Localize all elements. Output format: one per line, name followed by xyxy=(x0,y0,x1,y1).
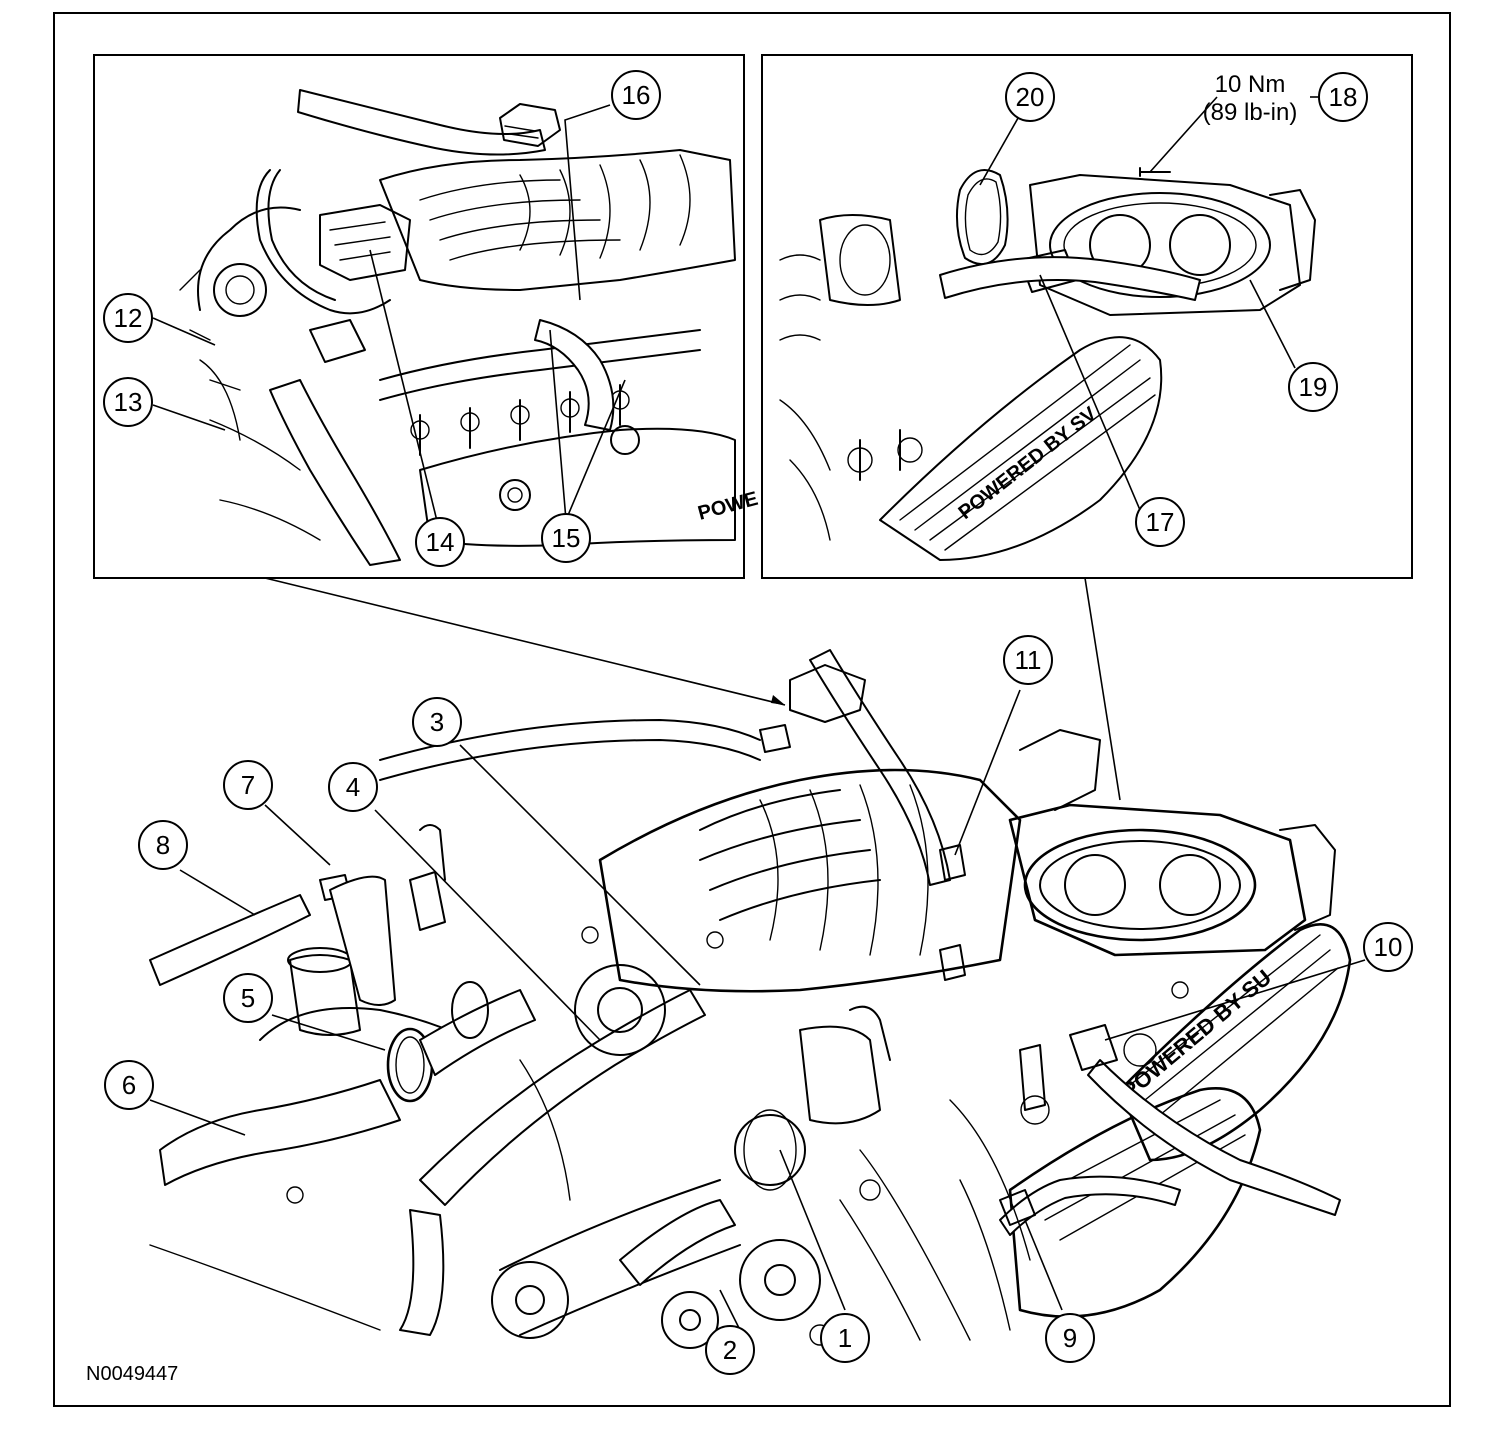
callout-10-label: 10 xyxy=(1374,932,1403,962)
callout-5: 5 xyxy=(223,973,273,1023)
callout-leaders xyxy=(149,96,1366,1331)
callout-8-label: 8 xyxy=(156,830,170,860)
callout-19: 19 xyxy=(1288,362,1338,412)
callout-17-label: 17 xyxy=(1146,507,1175,537)
callout-18-label: 18 xyxy=(1329,82,1358,112)
callout-12-label: 12 xyxy=(114,303,143,333)
callout-3: 3 xyxy=(412,697,462,747)
callout-20-label: 20 xyxy=(1016,82,1045,112)
callout-4: 4 xyxy=(328,762,378,812)
callout-12: 12 xyxy=(103,293,153,343)
callout-17: 17 xyxy=(1135,497,1185,547)
callout-10: 10 xyxy=(1363,922,1413,972)
callout-11-label: 11 xyxy=(1015,645,1042,675)
callout-7: 7 xyxy=(223,760,273,810)
callout-4-label: 4 xyxy=(346,772,360,802)
callout-6-label: 6 xyxy=(122,1070,136,1100)
inset-left-arrow xyxy=(771,695,785,705)
inset-left-pointer xyxy=(264,577,786,706)
callout-1: 1 xyxy=(820,1313,870,1363)
callout-5-label: 5 xyxy=(241,983,255,1013)
callout-14-label: 14 xyxy=(426,527,455,557)
callout-11: 11 xyxy=(1003,635,1053,685)
figure-id: N0049447 xyxy=(86,1363,178,1385)
callout-13-label: 13 xyxy=(114,387,143,417)
outer-frame xyxy=(53,12,1451,1407)
callout-7-label: 7 xyxy=(241,770,255,800)
callout-9: 9 xyxy=(1045,1313,1095,1363)
torque-imperial: (89 lb-in) xyxy=(1203,99,1298,126)
inset-left-frame xyxy=(93,54,745,579)
torque-metric: 10 Nm xyxy=(1215,71,1286,98)
callout-1-label: 1 xyxy=(838,1323,852,1353)
callout-2: 2 xyxy=(705,1325,755,1375)
callout-15: 15 xyxy=(541,513,591,563)
callout-15-label: 15 xyxy=(552,523,581,553)
inset-right-cover-text: POWERED BY SV xyxy=(955,402,1102,524)
callout-9-label: 9 xyxy=(1063,1323,1077,1353)
callout-8: 8 xyxy=(138,820,188,870)
callout-13: 13 xyxy=(103,377,153,427)
callout-14: 14 xyxy=(415,517,465,567)
inset-right-artwork: POWERED BY SV xyxy=(779,167,1316,561)
callout-6: 6 xyxy=(104,1060,154,1110)
inset-right-pointer xyxy=(1084,577,1121,801)
callout-3-label: 3 xyxy=(430,707,444,737)
inset-left-cover-text: POWE xyxy=(696,488,761,525)
callout-2-label: 2 xyxy=(723,1335,737,1365)
inset-left-artwork: POWE xyxy=(179,89,761,566)
callout-18: 18 xyxy=(1318,72,1368,122)
callout-20: 20 xyxy=(1005,72,1055,122)
callout-16: 16 xyxy=(611,70,661,120)
main-engine-artwork: POWERED BY SU xyxy=(149,649,1352,1349)
callout-16-label: 16 xyxy=(622,80,651,110)
callout-19-label: 19 xyxy=(1299,372,1328,402)
inset-right-frame xyxy=(761,54,1413,579)
